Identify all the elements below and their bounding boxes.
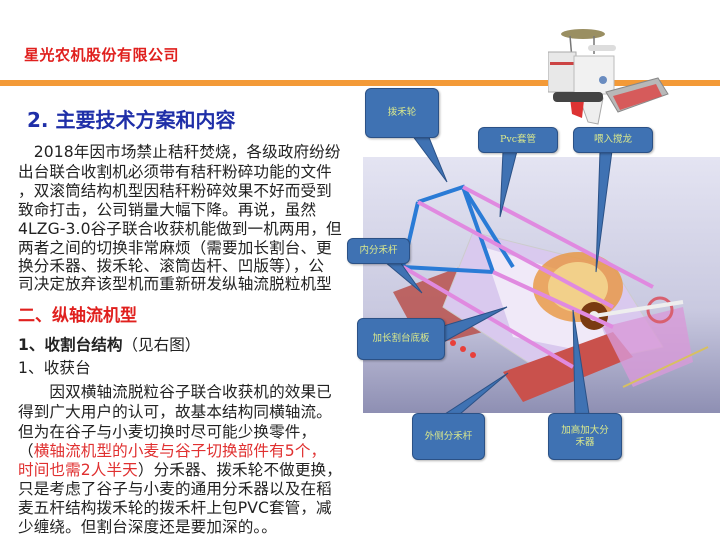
callout-pvc-sleeve: Pvc套管	[478, 127, 558, 153]
header-3d-diagram	[363, 157, 720, 413]
callout-text: 禾器	[575, 436, 595, 448]
paragraph-line: 麦五杆结构拨禾轮的拨禾杆上包PVC套管，减	[18, 499, 332, 517]
subheading: 1、收获台	[18, 359, 91, 377]
callout-extended-floor: 加长割台底板	[357, 318, 445, 360]
section-title: 2. 主要技术方案和内容	[27, 108, 236, 132]
paragraph-line: 得到广大用户的认可，故基本结构同横轴流。	[18, 403, 332, 421]
paragraph-line: （横轴流机型的小麦与谷子切换部件有5个，	[18, 442, 326, 461]
paragraph-line: 两者之间的切换非常麻烦（需要加长割台、更	[18, 239, 332, 257]
header-divider	[0, 80, 720, 86]
callout-inner-divider: 内分禾杆	[347, 238, 410, 264]
highlight-text: 时间也需2人半天	[18, 461, 138, 479]
paragraph-line: 时间也需2人半天）分禾器、拨禾轮不做更换，	[18, 461, 342, 480]
paragraph-text: ）分禾器、拨禾轮不做更换，	[137, 461, 342, 479]
callout-reel: 拨禾轮	[365, 88, 439, 138]
paragraph-line: 只是考虑了谷子与小麦的通用分禾器以及在稻	[18, 480, 332, 498]
paragraph-line: 少缠绕。但割台深度还是要加深的。。	[18, 518, 277, 536]
paragraph-line: 致命打击，公司销量大幅下降。再说，虽然	[18, 201, 317, 219]
heading-longitudinal-axial: 二、纵轴流机型	[18, 306, 137, 326]
heading-bold: 1、收割台结构	[18, 336, 123, 354]
callout-enlarged-divider: 加高加大分 禾器	[548, 413, 622, 460]
paragraph-line: 2018年因市场禁止秸秆焚烧，各级政府纷纷	[18, 143, 341, 161]
company-name: 星光农机股份有限公司	[24, 46, 180, 64]
callout-feed-auger: 喂入搅龙	[573, 127, 653, 153]
paragraph-line: 换分禾器、拨禾轮、滚筒齿杆、凹版等），公	[18, 257, 325, 275]
heading-header-structure: 1、收割台结构（见右图）	[18, 333, 200, 355]
heading-note: （见右图）	[122, 336, 201, 354]
callout-outer-divider: 外侧分禾杆	[412, 413, 485, 460]
paragraph-line: 但为在谷子与小麦切换时尽可能少换零件，	[18, 423, 317, 441]
paragraph-line: 4LZG-3.0谷子联合收获机能做到一机两用，但	[18, 220, 342, 238]
callout-text: 加高加大分	[561, 424, 609, 436]
paragraph-line: 因双横轴流脱粒谷子联合收获机的效果已	[18, 383, 332, 401]
paragraph-line: 出台联合收割机必须带有秸秆粉碎功能的文件	[18, 163, 332, 181]
paren-open: （	[18, 442, 34, 460]
harvester-photo	[548, 29, 669, 125]
paragraph-line: ，双滚筒结构机型因秸秆粉碎效果不好而受到	[18, 182, 332, 200]
highlight-text: 横轴流机型的小麦与谷子切换部件有5个，	[33, 442, 327, 460]
paragraph-line: 司决定放弃该型机而重新研发纵轴流脱粒机型	[18, 275, 332, 293]
